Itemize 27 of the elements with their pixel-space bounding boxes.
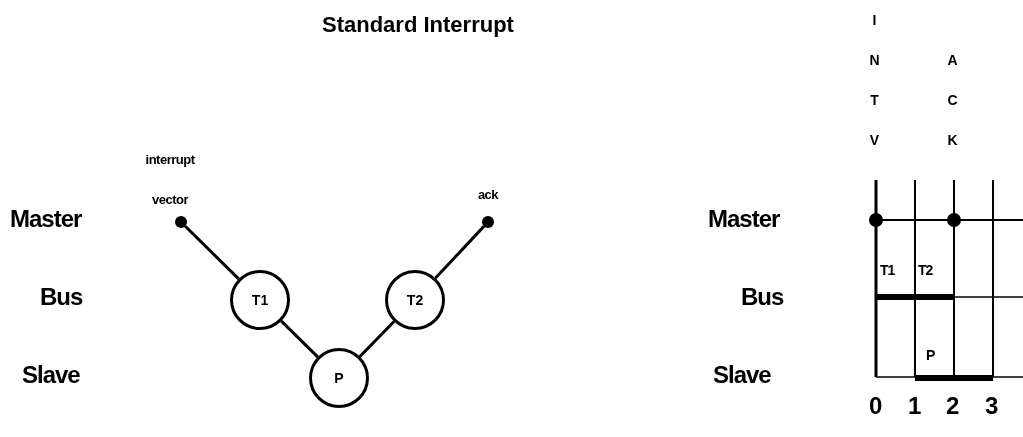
signal-label: INTV bbox=[869, 11, 880, 150]
state-circle: P bbox=[309, 348, 369, 408]
row-label: Bus bbox=[40, 283, 83, 311]
state-circle: T2 bbox=[385, 270, 445, 330]
cycle-label: P bbox=[926, 347, 935, 363]
time-step: 2 bbox=[946, 392, 959, 420]
connector-line bbox=[280, 320, 319, 358]
terminal-dot bbox=[482, 216, 494, 228]
connector-line bbox=[434, 225, 485, 280]
signal-label: ACK bbox=[947, 51, 958, 150]
state-circle: T1 bbox=[230, 270, 290, 330]
row-label: Master bbox=[708, 205, 780, 233]
title: Standard Interrupt bbox=[322, 12, 514, 38]
terminal-dot bbox=[175, 216, 187, 228]
cycle-label: T1 bbox=[880, 262, 895, 278]
connector-line bbox=[358, 320, 396, 358]
cycle-label: T2 bbox=[918, 262, 933, 278]
time-step: 0 bbox=[869, 392, 882, 420]
row-label: Bus bbox=[741, 283, 784, 311]
time-step: 3 bbox=[985, 392, 998, 420]
row-label: Master bbox=[10, 205, 82, 233]
row-label: Slave bbox=[713, 361, 771, 389]
time-step: 1 bbox=[908, 392, 921, 420]
event-label: interrupt vector bbox=[144, 151, 196, 209]
connector-line bbox=[184, 225, 240, 280]
row-label: Slave bbox=[22, 361, 80, 389]
event-label: ack bbox=[476, 186, 500, 204]
